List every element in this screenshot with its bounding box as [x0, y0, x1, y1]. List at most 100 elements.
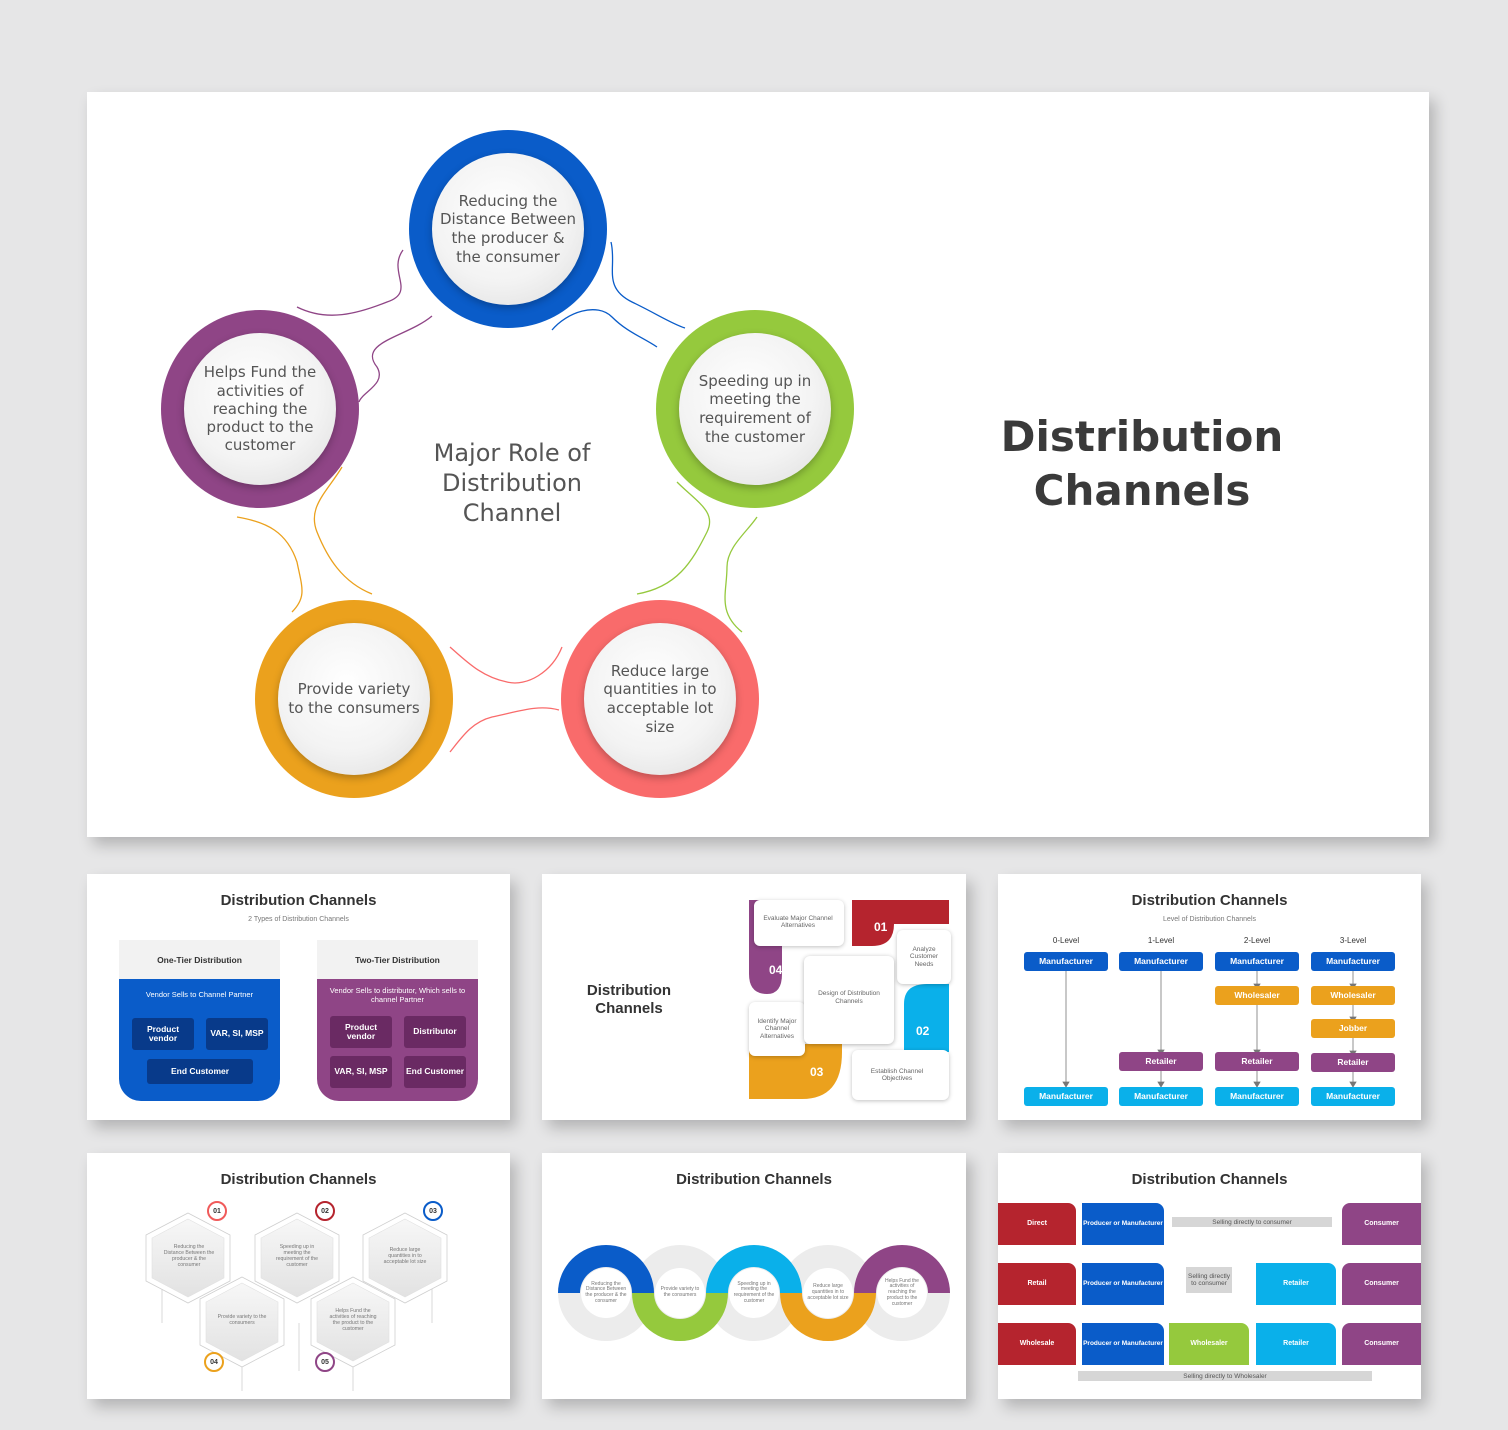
center-line-1: Major Role of — [433, 439, 591, 467]
l3-retailer: Retailer — [1311, 1053, 1395, 1072]
hex-num-03: 03 — [429, 1207, 437, 1215]
l2-bottom-manufacturer: Manufacturer — [1215, 1087, 1299, 1106]
role-circle-4: Provide variety to the consumers — [278, 623, 430, 775]
label-02: Establish Channel Objectives — [870, 1067, 924, 1082]
one-tier-desc: Vendor Sells to Channel Partner — [145, 989, 254, 999]
one-tier-box-2: VAR, SI, MSP — [206, 1018, 268, 1050]
row3-retailer: Retailer — [1256, 1323, 1336, 1365]
row2-sell-consumer: Selling directly to consumer — [1186, 1267, 1232, 1293]
one-tier-header: One-Tier Distribution — [119, 940, 280, 979]
level-1-label: 1-Level — [1147, 936, 1175, 945]
two-tier-box-1: Product vendor — [330, 1016, 392, 1048]
hex-marker-04: 04 — [204, 1352, 224, 1372]
role-circle-5: Helps Fund the activities of reaching th… — [184, 333, 336, 485]
thumb-subtitle: Level of Distribution Channels — [1163, 916, 1256, 923]
label-04: Evaluate Major Channel Alternatives — [763, 914, 833, 929]
hex-marker-05: 05 — [315, 1352, 335, 1372]
two-tier-header: Two-Tier Distribution — [317, 940, 478, 979]
level-3-label: 3-Level — [1339, 936, 1367, 945]
thumb-title: Distribution Channels — [220, 1171, 377, 1188]
row1-direct: Direct — [998, 1203, 1076, 1245]
hexagon-shapes — [145, 1212, 448, 1391]
hex-marker-01: 01 — [207, 1201, 227, 1221]
two-tier-box-4: End Customer — [404, 1056, 466, 1088]
l0-bottom-manufacturer: Manufacturer — [1024, 1087, 1108, 1106]
role-circle-1: Reducing the Distance Between the produc… — [432, 153, 584, 305]
thumbnail-tier[interactable]: Distribution Channels 2 Types of Distrib… — [87, 874, 510, 1120]
one-tier-box-1: Product vendor — [132, 1018, 194, 1050]
row3-consumer: Consumer — [1342, 1323, 1421, 1365]
two-tier-desc: Vendor Sells to distributor, Which sells… — [329, 986, 466, 1004]
thumb-title: Distribution Channels — [1131, 1171, 1288, 1188]
wave-text-1: Reducing the Distance Between the produc… — [585, 1280, 627, 1304]
l1-retailer: Retailer — [1119, 1052, 1203, 1071]
role-circle-3: Reduce large quantities in to acceptable… — [584, 623, 736, 775]
hex-text-04: Provide variety to the consumers — [217, 1314, 267, 1326]
num-04: 04 — [769, 963, 783, 977]
row2-retailer: Retailer — [1256, 1263, 1336, 1305]
main-slide[interactable]: Reducing the Distance Between the produc… — [87, 92, 1429, 837]
hex-text-05: Helps Fund the activities of reaching th… — [329, 1308, 377, 1332]
thumb-title: Distribution Channels — [220, 892, 377, 909]
hex-text-01: Reducing the Distance Between the produc… — [163, 1244, 215, 1268]
role-circle-2: Speeding up in meeting the requirement o… — [679, 333, 831, 485]
row2-consumer: Consumer — [1342, 1263, 1421, 1305]
l1-manufacturer: Manufacturer — [1119, 952, 1203, 971]
two-tier-box-2: Distributor — [404, 1016, 466, 1048]
wave-text-4: Reduce large quantities in to acceptable… — [807, 1283, 849, 1301]
card-04 — [754, 900, 844, 946]
thumb-title: Distribution Channels — [586, 982, 672, 1017]
l2-retailer: Retailer — [1215, 1052, 1299, 1071]
l1-bottom-manufacturer: Manufacturer — [1119, 1087, 1203, 1106]
row1-producer: Producer or Manufacturer — [1082, 1203, 1164, 1245]
title-line-1: Distribution — [1000, 412, 1284, 461]
row2-retail: Retail — [998, 1263, 1076, 1305]
center-heading: Major Role of Distribution Channel — [397, 438, 627, 528]
num-03: 03 — [810, 1065, 824, 1079]
connector-lines — [236, 241, 758, 753]
hex-text-02: Speeding up in meeting the requirement o… — [275, 1244, 319, 1268]
thumb-title: Distribution Channels — [1131, 892, 1288, 909]
role-text-2: Speeding up in meeting the requirement o… — [698, 371, 812, 446]
l3-wholesaler: Wholesaler — [1311, 986, 1395, 1005]
card-02 — [852, 1050, 949, 1100]
center-line-2: Distribution — [441, 469, 582, 497]
thumbnail-channel-rows[interactable]: Distribution Channels Direct Producer or… — [998, 1153, 1421, 1399]
thumbnail-hexagons[interactable]: Distribution Channels 01 02 — [87, 1153, 510, 1399]
thumbnail-wave[interactable]: Distribution Channels Reducing the Dista… — [542, 1153, 966, 1399]
wave-text-2: Provide variety to the consumers — [660, 1286, 700, 1298]
center-line-3: Channel — [462, 499, 562, 527]
two-tier-card: Two-Tier Distribution Vendor Sells to di… — [317, 940, 478, 1101]
center-label: Design of Distribution Channels — [818, 990, 880, 1005]
center-card — [804, 956, 894, 1044]
thumbnail-design[interactable]: Distribution Channels Evaluate Major Cha… — [542, 874, 966, 1120]
num-01: 01 — [874, 920, 888, 934]
hex-marker-03: 03 — [423, 1201, 443, 1221]
level-2-label: 2-Level — [1243, 936, 1271, 945]
label-03: Identify Major Channel Alternatives — [757, 1017, 797, 1040]
hex-num-02: 02 — [321, 1207, 329, 1215]
thumbnail-levels[interactable]: Distribution Channels Level of Distribut… — [998, 874, 1421, 1120]
thumb-title: Distribution Channels — [676, 1171, 832, 1188]
thumb-subtitle: 2 Types of Distribution Channels — [248, 916, 349, 923]
level-0-label: 0-Level — [1052, 936, 1080, 945]
row2-producer: Producer or Manufacturer — [1082, 1263, 1164, 1305]
row3-producer: Producer or Manufacturer — [1082, 1323, 1164, 1365]
role-text-1: Reducing the Distance Between the produc… — [440, 191, 576, 266]
num-02: 02 — [916, 1024, 930, 1038]
hex-num-05: 05 — [321, 1358, 329, 1366]
row3-wholesaler: Wholesaler — [1169, 1323, 1249, 1365]
label-01: Analyze Customer Needs — [909, 945, 939, 968]
card-01 — [897, 930, 951, 984]
wave-text-3: Speeding up in meeting the requirement o… — [733, 1280, 775, 1304]
l3-bottom-manufacturer: Manufacturer — [1311, 1087, 1395, 1106]
hex-num-01: 01 — [213, 1207, 221, 1215]
l0-manufacturer: Manufacturer — [1024, 952, 1108, 971]
card-03 — [749, 1002, 805, 1056]
wave-shapes — [558, 1245, 950, 1341]
l2-wholesaler: Wholesaler — [1215, 986, 1299, 1005]
role-text-3: Reduce large quantities in to acceptable… — [603, 661, 717, 736]
two-tier-box-3: VAR, SI, MSP — [330, 1056, 392, 1088]
row3-sell-wholesaler: Selling directly to Wholesaler — [1078, 1371, 1372, 1381]
one-tier-card: One-Tier Distribution Vendor Sells to Ch… — [119, 940, 280, 1101]
